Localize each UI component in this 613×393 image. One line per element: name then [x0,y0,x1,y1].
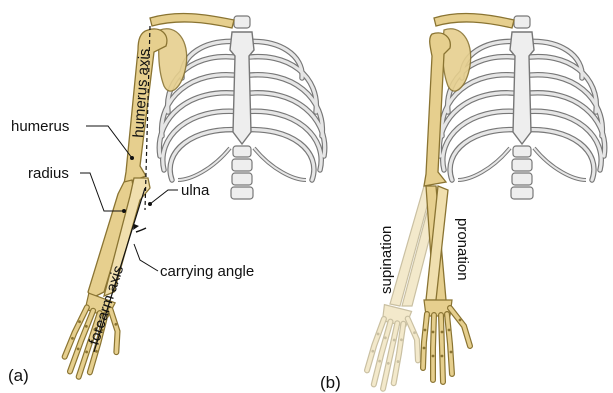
panel-a: humerus radius ulna carrying angle humer… [8,14,325,386]
panel-a-tag: (a) [8,366,29,385]
radius-label: radius [28,165,69,182]
pronation-forearm [423,186,470,382]
humerus-leader [86,126,132,158]
carrying-angle-arc [136,228,146,232]
carrying-angle-arrowhead [133,224,139,230]
humerus-label: humerus [11,118,69,135]
panel-b: supination pronation (b) [320,14,605,393]
supination-label: supination [378,226,395,294]
radius-dot [122,209,126,213]
ulna-label: ulna [181,182,210,199]
carrying-angle-leader [134,244,158,271]
humerus-axis-label: humerus axis [130,48,153,138]
humerus-dot [130,156,134,160]
panel-b-tag: (b) [320,373,341,392]
ulna-dot [148,202,152,206]
clavicle-a [150,14,234,28]
ulna-leader [150,190,178,204]
clavicle-b [434,14,514,28]
pronation-label: pronation [454,218,471,281]
carrying-angle-label: carrying angle [160,263,254,280]
